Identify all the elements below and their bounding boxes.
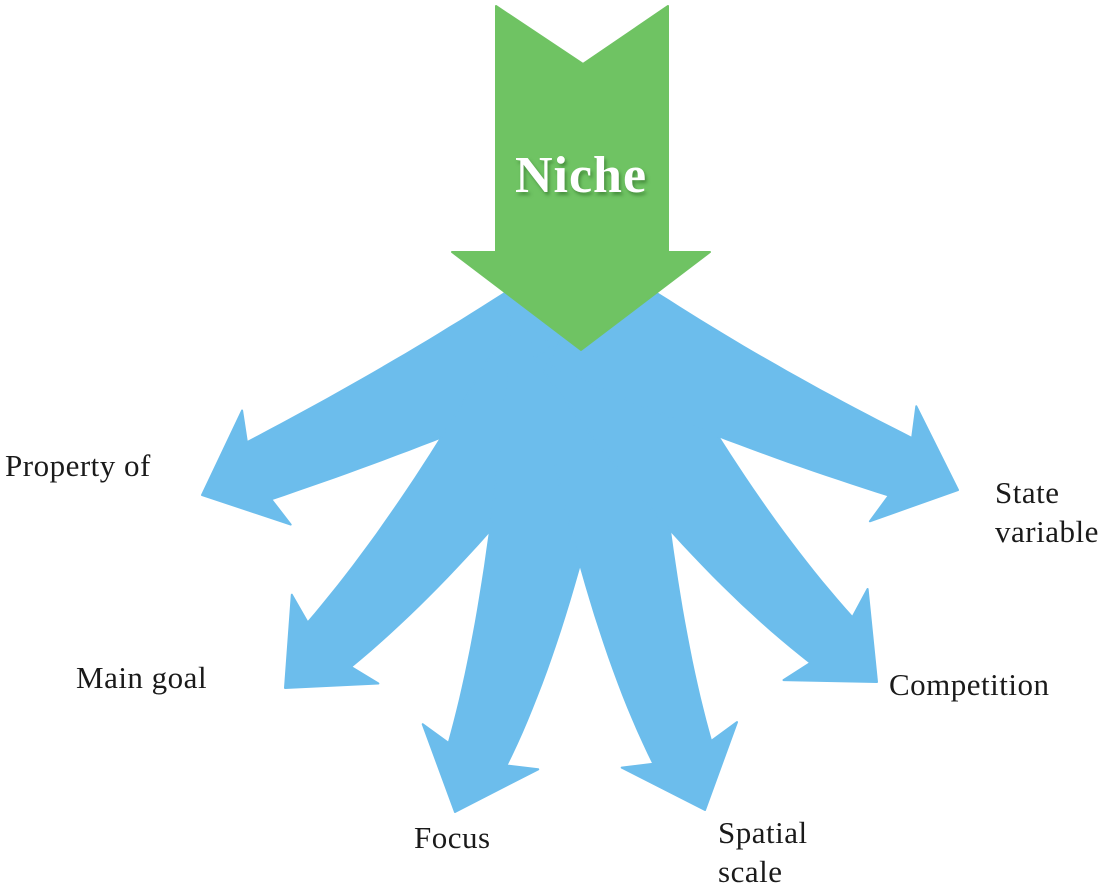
label-main-goal: Main goal xyxy=(76,660,208,695)
label-competition: Competition xyxy=(889,667,1050,702)
niche-arrow xyxy=(451,5,711,351)
niche-arrow-label: Niche xyxy=(514,147,648,204)
branch-arrow-state-variable xyxy=(546,258,959,523)
label-focus: Focus xyxy=(414,820,491,855)
label-property-of: Property of xyxy=(5,448,151,483)
label-spatial-scale: Spatial scale xyxy=(718,815,808,886)
label-state-variable: State variable xyxy=(995,475,1099,550)
